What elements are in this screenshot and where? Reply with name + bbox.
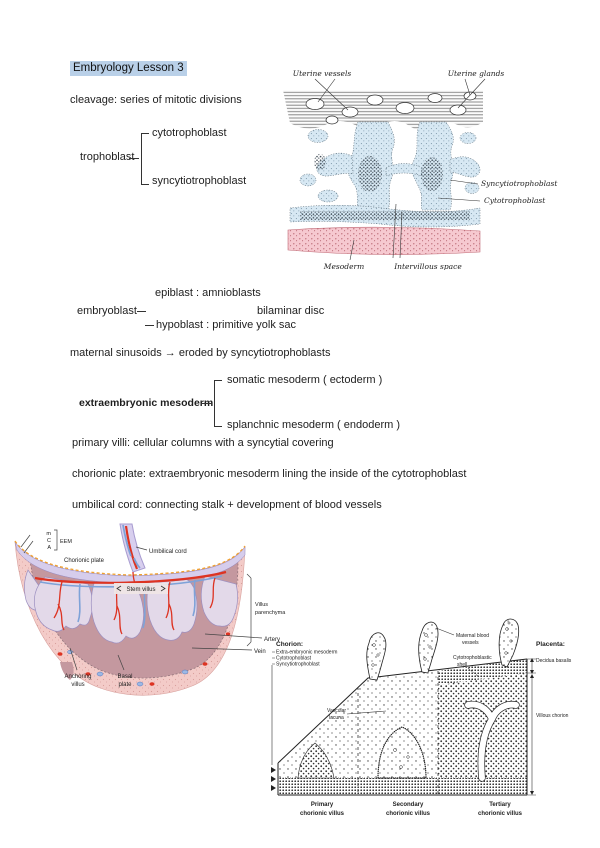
figure-early-villi: Uterine vessels Uterine glands Syncytiot… (283, 69, 558, 270)
label-villus-parenchyma-1: Villus (255, 602, 268, 608)
anchoring-villus-shape (60, 662, 74, 680)
mesoderm-root: extraembryonic mesoderm (79, 397, 214, 409)
label-vascular-lacuna-2: lacuna (329, 715, 344, 721)
label-maternal-blood-vessels-2: vessels (462, 640, 479, 646)
uterine-wall (283, 90, 483, 131)
villi-cores (300, 154, 470, 220)
label-vein: Vein (254, 649, 266, 655)
label-cytotrophoblastic-shell-2: shell (457, 662, 467, 668)
protruding-villi (366, 618, 520, 681)
label-layer-m: m (46, 531, 51, 537)
label-maternal-blood-vessels-1: Maternal blood (456, 633, 489, 639)
figure-leader-lines (20, 529, 263, 671)
label-vascular-lacuna-1: Vascular (327, 708, 346, 714)
stage-dividers (357, 671, 439, 795)
legend-chorion-item-syncytio: Syncytiotrophoblast (276, 662, 320, 668)
figure-leader-lines (314, 78, 486, 261)
villus-mounds (297, 726, 427, 779)
label-cytotrophoblast: Cytotrophoblast (484, 196, 546, 205)
enclosure-lines (277, 658, 528, 796)
label-villus-parenchyma-2: parenchyma (255, 610, 286, 616)
tree-bracket (214, 380, 222, 427)
branch-splanchnic-mesoderm: splanchnic mesoderm ( endoderm ) (227, 419, 401, 431)
branch-epiblast: epiblast : amnioblasts (155, 287, 261, 299)
legend-chorion-item-eem: Extra-embryonic mesoderm (276, 650, 337, 656)
page-title: Embryology Lesson 3 (70, 61, 187, 76)
label-anchoring-villus-2: villus (71, 682, 84, 688)
branch-hypoblast: hypoblast : primitive yolk sac (156, 319, 296, 331)
tree-connector (145, 325, 154, 326)
branch-syncytiotrophoblast: syncytiotrophoblast (152, 175, 247, 187)
tree-bracket (141, 133, 149, 185)
label-chorionic-plate: Chorionic plate (64, 558, 105, 564)
label-uterine-vessels: Uterine vessels (293, 69, 352, 78)
measure-arrowheads (271, 658, 534, 795)
stage-label-primary-1: Primary (311, 802, 334, 808)
trophoblast-root: trophoblast (80, 151, 135, 163)
tree-connector (201, 403, 212, 404)
syncytiotrophoblast-strip (278, 778, 527, 795)
amnion-line (14, 540, 246, 576)
label-basal-plate-1: Basal (117, 674, 132, 680)
legend-chorion-title: Chorion: (276, 641, 303, 648)
label-basal-plate-2: plate (118, 682, 132, 688)
fetal-vessel-channel (464, 700, 520, 782)
stage-label-tertiary-1: Tertiary (489, 802, 511, 808)
label-eem: EEM (60, 539, 72, 545)
legend-placenta-item-villous: Villous chorion (536, 713, 569, 719)
legend-chorion-item-cyto: Cytotrophoblast (276, 656, 312, 662)
rim-vessel-sections (57, 632, 231, 687)
branch-cytotrophoblast: cytotrophoblast (152, 127, 227, 139)
embryoblast-root: embryoblast (77, 305, 137, 317)
note-chorionic-plate: chorionic plate: extraembryonic mesoderm… (72, 468, 467, 480)
chorionic-plate-shape (14, 541, 246, 584)
branch-somatic-mesoderm: somatic mesoderm ( ectoderm ) (227, 374, 383, 386)
stem-villus-tag (114, 583, 168, 594)
mesoderm-band (287, 226, 481, 255)
label-syncytiotrophoblast: Syncytiotrophoblast (481, 179, 558, 188)
note-cleavage: cleavage: series of mitotic divisions (70, 94, 242, 106)
label-intervillous-space: Intervillous space (393, 262, 462, 270)
note-umbilical-cord: umbilical cord: connecting stalk + devel… (72, 499, 382, 511)
label-artery: Artery (264, 637, 280, 643)
label-anchoring-villus-1: Anchoring (64, 674, 91, 680)
stage-label-secondary-1: Secondary (393, 802, 424, 808)
tree-connector (137, 311, 146, 312)
label-layer-c: C (47, 538, 51, 544)
label-uterine-glands: Uterine glands (448, 69, 505, 78)
note-primary-villi: primary villi: cellular columns with a s… (72, 437, 334, 449)
note-bilaminar-disc: bilaminar disc (257, 305, 325, 317)
label-umbilical-cord: Umbilical cord (149, 549, 187, 555)
legend-placenta-item-decidua: Decidua basalis (536, 658, 572, 664)
figure-leader-lines (271, 627, 536, 796)
tree-connector (129, 158, 139, 159)
villous-trees (24, 569, 238, 644)
label-mesoderm: Mesoderm (323, 262, 364, 270)
stage-regions (278, 659, 527, 795)
stage-label-primary-2: chorionic villus (300, 811, 345, 817)
label-stem-villus: Stem villus (126, 587, 155, 593)
label-cytotrophoblastic-shell-1: Cytotrophoblastic (453, 655, 492, 661)
label-layer-a: A (47, 545, 51, 551)
stage-label-tertiary-2: chorionic villus (478, 811, 523, 817)
note-maternal-sinusoids: maternal sinusoids → eroded by syncytiot… (70, 347, 331, 359)
stage-label-secondary-2: chorionic villus (386, 811, 431, 817)
umbilical-cord-shape (119, 523, 146, 573)
figure-placenta-section: m C A EEM Chorionic plate Umbilical cord… (14, 523, 286, 696)
legend-placenta-title: Placenta: (536, 641, 565, 648)
figure-villus-stages: Chorion: Extra-embryonic mesoderm Cytotr… (271, 618, 572, 817)
